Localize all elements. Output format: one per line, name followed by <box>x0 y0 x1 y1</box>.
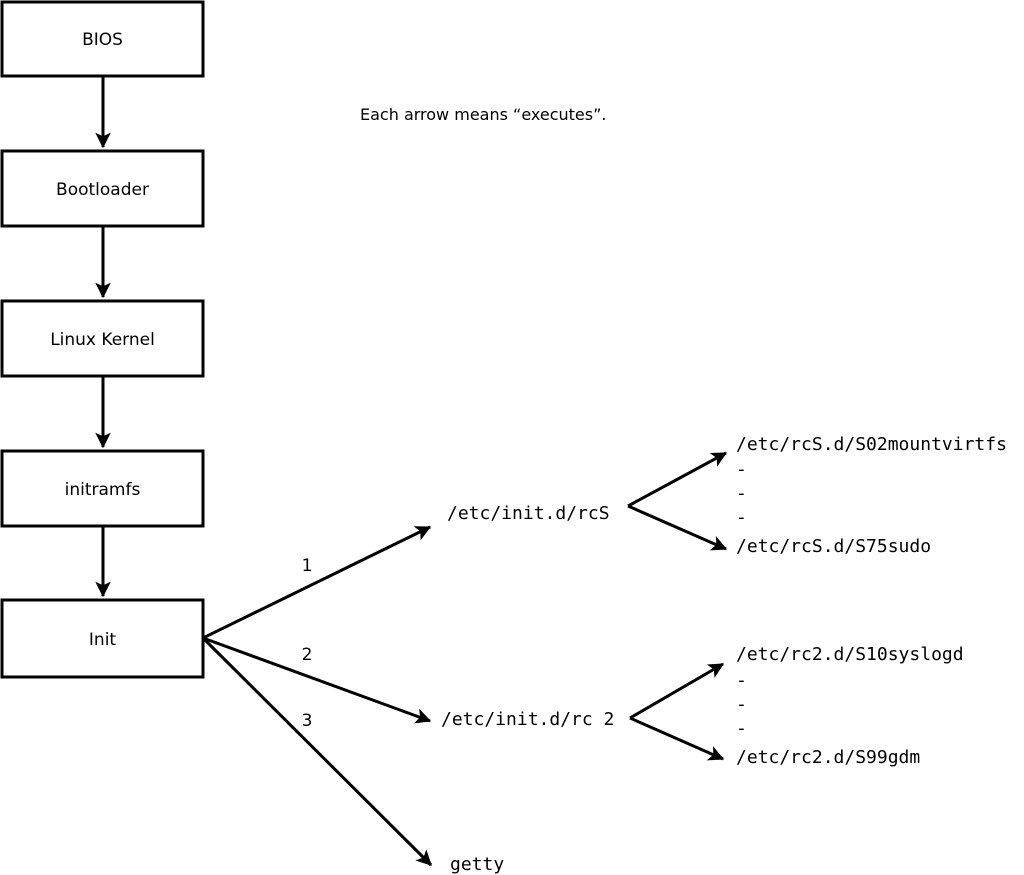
edge-number-3: 3 <box>302 711 313 731</box>
label-rcS-script[interactable]: /etc/init.d/rcS <box>447 503 610 524</box>
leaf-rcS-last[interactable]: /etc/rcS.d/S75sudo <box>736 536 931 557</box>
node-init-box[interactable] <box>0 598 205 679</box>
node-bios-label: BIOS <box>82 30 123 50</box>
leaf-rc2-ellipsis-2: - <box>736 694 747 715</box>
arrow-init-to-rc2 <box>202 636 432 724</box>
leaf-rcS-first[interactable]: /etc/rcS.d/S02mountvirtfs <box>736 434 1007 455</box>
edge-number-1: 1 <box>302 556 313 576</box>
label-getty[interactable]: getty <box>450 854 504 875</box>
arrow-rcS-to-last-script <box>627 504 728 551</box>
edge-number-2: 2 <box>302 645 313 665</box>
arrow-init-to-rcS <box>202 525 432 640</box>
arrow-rcS-to-first-script <box>627 451 728 508</box>
leaf-rc2-last[interactable]: /etc/rc2.d/S99gdm <box>736 747 920 768</box>
node-initramfs-box[interactable] <box>0 449 205 528</box>
rcS-leaf-group: /etc/rcS.d/S02mountvirtfs - - - /etc/rcS… <box>736 434 1007 557</box>
leaf-rc2-ellipsis-1: - <box>736 670 747 691</box>
node-linux-kernel-box[interactable] <box>0 299 205 378</box>
leaf-rcS-ellipsis-1: - <box>736 459 747 480</box>
init-fanout-arrows <box>201 525 433 867</box>
label-rc2-script[interactable]: /etc/init.d/rc 2 <box>441 709 614 730</box>
boot-chain-group: BIOS Bootloader Linux Kernel initramfs I… <box>0 0 205 679</box>
leaf-rc2-first[interactable]: /etc/rc2.d/S10syslogd <box>736 644 964 665</box>
rcS-fanout-arrows <box>627 451 728 551</box>
leaf-rc2-ellipsis-3: - <box>736 718 747 739</box>
arrow-rc2-to-first-script <box>629 662 725 720</box>
node-linux-kernel-label: Linux Kernel <box>50 330 155 350</box>
rc2-leaf-group: /etc/rc2.d/S10syslogd - - - /etc/rc2.d/S… <box>736 644 964 768</box>
legend-note: Each arrow means “executes”. <box>360 105 606 124</box>
rc2-fanout-arrows <box>629 662 725 761</box>
node-init-label: Init <box>89 630 117 650</box>
node-initramfs-label: initramfs <box>65 480 141 500</box>
node-bios-box[interactable] <box>0 0 205 78</box>
leaf-rcS-ellipsis-3: - <box>736 507 747 528</box>
leaf-rcS-ellipsis-2: - <box>736 483 747 504</box>
edge-number-group: 1 2 3 <box>302 556 313 731</box>
arrow-init-to-getty <box>201 636 433 867</box>
arrow-rc2-to-last-script <box>629 716 725 761</box>
node-bootloader-label: Bootloader <box>56 180 149 200</box>
